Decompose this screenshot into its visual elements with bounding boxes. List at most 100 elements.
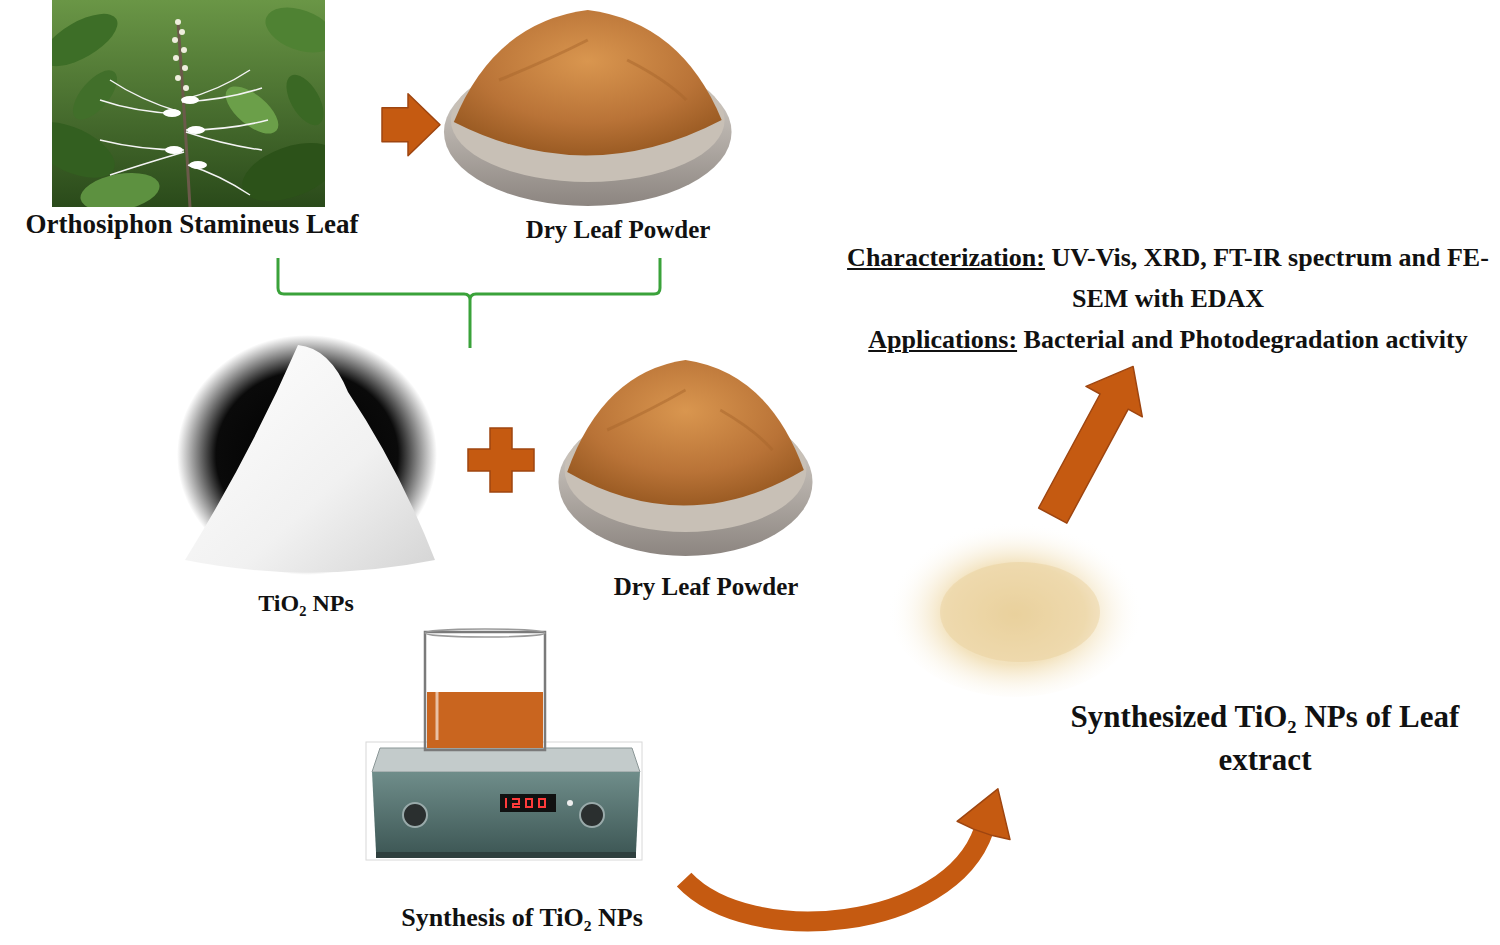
leaf-photo (52, 0, 325, 207)
hot-plate-part-part (538, 798, 540, 808)
leaf-photo-part-part (165, 146, 183, 154)
text-line: Synthesized TiO₂ NPs of Leaf extract (1035, 695, 1495, 786)
leaf-photo-part (100, 70, 268, 195)
hot-plate-part (372, 748, 640, 772)
caption: Dry Leaf Powder (571, 573, 841, 602)
caption-text: Orthosiphon Stamineus Leaf (25, 209, 358, 240)
leaf-photo-part (259, 0, 325, 61)
caption-text: Synthesized TiO₂ NPs of Leaf extract (1035, 695, 1495, 781)
hot-plate-part-part (518, 798, 520, 803)
hot-plate-part (580, 803, 604, 827)
leaf-node: Orthosiphon Stamineus Leaf (2, 0, 382, 240)
text-panel: Characterization:UV-Vis, XRD, FT-IR spec… (843, 239, 1493, 362)
leaf-photo-part-part (179, 29, 185, 35)
beaker-part (436, 645, 439, 740)
arrow-head (957, 789, 1010, 840)
leaf-photo-part-part (182, 65, 188, 71)
caption: TiO₂ NPs (176, 590, 436, 618)
leaf-photo-part-part (175, 75, 181, 81)
hot-plate-part (376, 852, 636, 858)
leaf-photo-part-part (183, 85, 189, 91)
text-line: Orthosiphon Stamineus Leaf (2, 209, 382, 240)
leaf-photo-part (65, 63, 125, 127)
block-arrow (684, 789, 1010, 922)
leaf-photo-part-part (172, 37, 178, 43)
caption-text: Dry Leaf Powder (526, 216, 711, 245)
beaker-part (425, 629, 545, 637)
caption-text: Applications: (868, 325, 1017, 354)
arrow-shaft (684, 830, 984, 921)
caption-text: Characterization: (847, 243, 1045, 272)
caption-text: UV-Vis, XRD, FT-IR spectrum and FE-SEM w… (1051, 243, 1488, 313)
caption: Synthesized TiO₂ NPs of Leaf extract (1035, 695, 1495, 786)
arrow-body (382, 94, 440, 156)
leaf-photo-part (163, 96, 207, 169)
powder-bowl-part (558, 360, 812, 556)
leaf-photo-part-part (188, 165, 250, 195)
product-node: Synthesized TiO₂ NPs of Leaf extract (890, 520, 1495, 786)
synthesized-powder-part (940, 562, 1100, 662)
leaf-photo-part-part (110, 80, 180, 112)
text-line: Dry Leaf Powder (571, 573, 841, 602)
powder-bowl (558, 360, 812, 556)
hot-plate (366, 742, 642, 860)
powder-node: Dry Leaf Powder (440, 0, 796, 245)
text-line: Characterization:UV-Vis, XRD, FT-IR spec… (843, 239, 1493, 321)
block-arrow (1039, 366, 1143, 523)
synthesized-powder-part (887, 513, 1143, 697)
hot-plate-part-part (544, 798, 546, 808)
arrow-body (1039, 366, 1143, 523)
brace (278, 258, 660, 348)
powder-node: Dry Leaf Powder (571, 345, 841, 602)
tio2-node: TiO₂ NPs (176, 338, 436, 618)
caption-text: TiO₂ NPs (258, 590, 353, 618)
tio2-powder-part (177, 335, 437, 575)
leaf-photo-part-part (187, 126, 205, 134)
text-line: TiO₂ NPs (176, 590, 436, 618)
hot-plate-part (372, 772, 640, 852)
hot-plate-part (500, 794, 556, 812)
block-arrow (382, 94, 440, 156)
beaker-part (427, 692, 543, 748)
leaf-photo-part (172, 19, 189, 91)
hot-plate-part (567, 800, 573, 806)
caption-text: Dry Leaf Powder (614, 573, 799, 602)
tio2-powder-part (185, 345, 435, 573)
hot-plate-part-part (505, 798, 507, 808)
caption: Orthosiphon Stamineus Leaf (2, 209, 382, 240)
hot-plate-part-part (512, 806, 520, 808)
caption: Dry Leaf Powder (440, 216, 796, 245)
beaker (425, 629, 545, 750)
hot-plate-part-part (525, 798, 527, 808)
leaf-photo-part-part (182, 70, 250, 100)
caption: Synthesis of TiO₂ NPs (362, 903, 682, 933)
leaf-photo-part-part (181, 47, 187, 53)
tio2-powder (177, 335, 437, 575)
caption: Characterization:UV-Vis, XRD, FT-IR spec… (843, 239, 1493, 362)
leaf-photo-part-part (163, 109, 181, 117)
powder-bowl (444, 10, 732, 206)
leaf-photo-part-part (175, 19, 181, 25)
leaf-photo-part (52, 3, 125, 76)
plus-sign (468, 428, 534, 492)
powder-bowl-part (444, 10, 732, 206)
synthesis-node: Synthesis of TiO₂ NPs (362, 625, 682, 933)
leaf-photo-part (218, 78, 286, 142)
hot-plate-part (505, 798, 546, 808)
leaf-photo-part-part (110, 152, 184, 175)
text-line: Dry Leaf Powder (440, 216, 796, 245)
caption-text: Synthesis of TiO₂ NPs (401, 903, 643, 933)
leaf-photo-part-part (181, 96, 199, 104)
hot-plate-part (366, 742, 642, 860)
leaf-photo-part (234, 131, 325, 207)
text-line: Synthesis of TiO₂ NPs (362, 903, 682, 933)
hot-plate-part (403, 803, 427, 827)
caption-text: Bacterial and Photodegradation activity (1024, 325, 1468, 354)
hot-plate-part-part (531, 798, 533, 808)
leaf-photo-part (77, 167, 162, 207)
leaf-photo-part-part (173, 55, 179, 61)
text-line: Applications:Bacterial and Photodegradat… (843, 321, 1493, 362)
